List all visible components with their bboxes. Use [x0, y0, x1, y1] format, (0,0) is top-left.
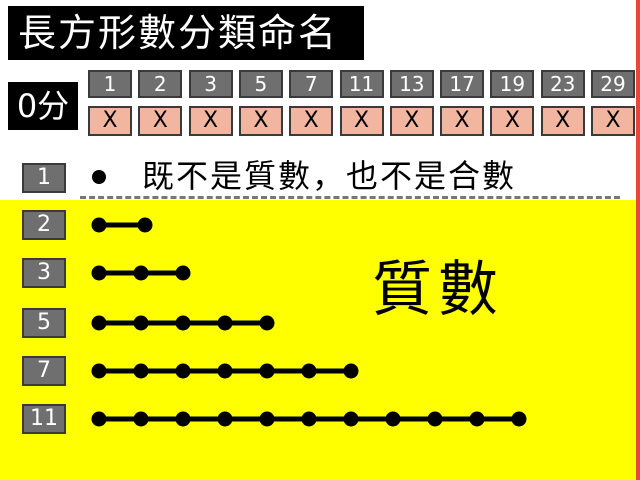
dot	[91, 315, 107, 331]
dashed-separator	[80, 196, 620, 199]
dot	[343, 411, 359, 427]
dot	[91, 265, 107, 281]
dot	[175, 411, 191, 427]
number-cell[interactable]: 13	[389, 70, 434, 98]
number-cell[interactable]: 2	[138, 70, 183, 98]
number-cell[interactable]: 1	[88, 70, 132, 98]
dot	[427, 411, 443, 427]
row-label-2[interactable]: 2	[22, 210, 66, 240]
number-cell[interactable]: 29	[591, 70, 635, 98]
dot	[385, 411, 401, 427]
mark-cell[interactable]: X	[289, 106, 334, 136]
mark-cell[interactable]: X	[591, 106, 635, 136]
dot	[133, 265, 149, 281]
dot	[511, 411, 527, 427]
row1-description: 既不是質數，也不是合數	[142, 157, 517, 195]
dot	[217, 315, 233, 331]
dot	[259, 315, 275, 331]
row-label-1[interactable]: 1	[22, 163, 66, 193]
prime-heading: 質數	[372, 255, 504, 325]
number-cell[interactable]: 11	[339, 70, 384, 98]
accent-edge-bar	[636, 0, 640, 480]
mark-cell[interactable]: X	[238, 106, 283, 136]
dot	[91, 363, 107, 379]
dot	[175, 363, 191, 379]
mark-cell[interactable]: X	[389, 106, 434, 136]
dot	[91, 217, 107, 233]
dot	[217, 363, 233, 379]
dot	[217, 411, 233, 427]
number-cell[interactable]: 19	[490, 70, 535, 98]
mark-cell[interactable]: X	[188, 106, 233, 136]
dot	[343, 363, 359, 379]
dot	[469, 411, 485, 427]
mark-cell[interactable]: X	[88, 106, 132, 136]
mark-cell[interactable]: X	[440, 106, 485, 136]
row-label-5[interactable]: 5	[22, 308, 66, 338]
dot	[175, 315, 191, 331]
mark-cell[interactable]: X	[540, 106, 585, 136]
row-label-3[interactable]: 3	[22, 258, 66, 288]
prime-panel	[0, 200, 636, 480]
mark-cell[interactable]: X	[339, 106, 384, 136]
mark-cell[interactable]: X	[138, 106, 183, 136]
dot	[133, 315, 149, 331]
page-title: 長方形數分類命名	[8, 6, 364, 60]
number-cell[interactable]: 7	[289, 70, 334, 98]
dot	[137, 217, 153, 233]
row-label-7[interactable]: 7	[22, 356, 66, 386]
dot	[133, 363, 149, 379]
mark-cell[interactable]: X	[490, 106, 535, 136]
number-cell[interactable]: 17	[440, 70, 485, 98]
number-cell[interactable]: 5	[238, 70, 283, 98]
dot	[301, 363, 317, 379]
dot	[91, 411, 107, 427]
dot	[133, 411, 149, 427]
dot	[175, 265, 191, 281]
number-cell[interactable]: 3	[188, 70, 233, 98]
dot	[259, 363, 275, 379]
row-label-11[interactable]: 11	[22, 404, 66, 434]
single-dot	[92, 170, 106, 184]
score-badge: 0分	[8, 82, 78, 130]
dot	[301, 411, 317, 427]
number-cell[interactable]: 23	[540, 70, 585, 98]
dot	[259, 411, 275, 427]
